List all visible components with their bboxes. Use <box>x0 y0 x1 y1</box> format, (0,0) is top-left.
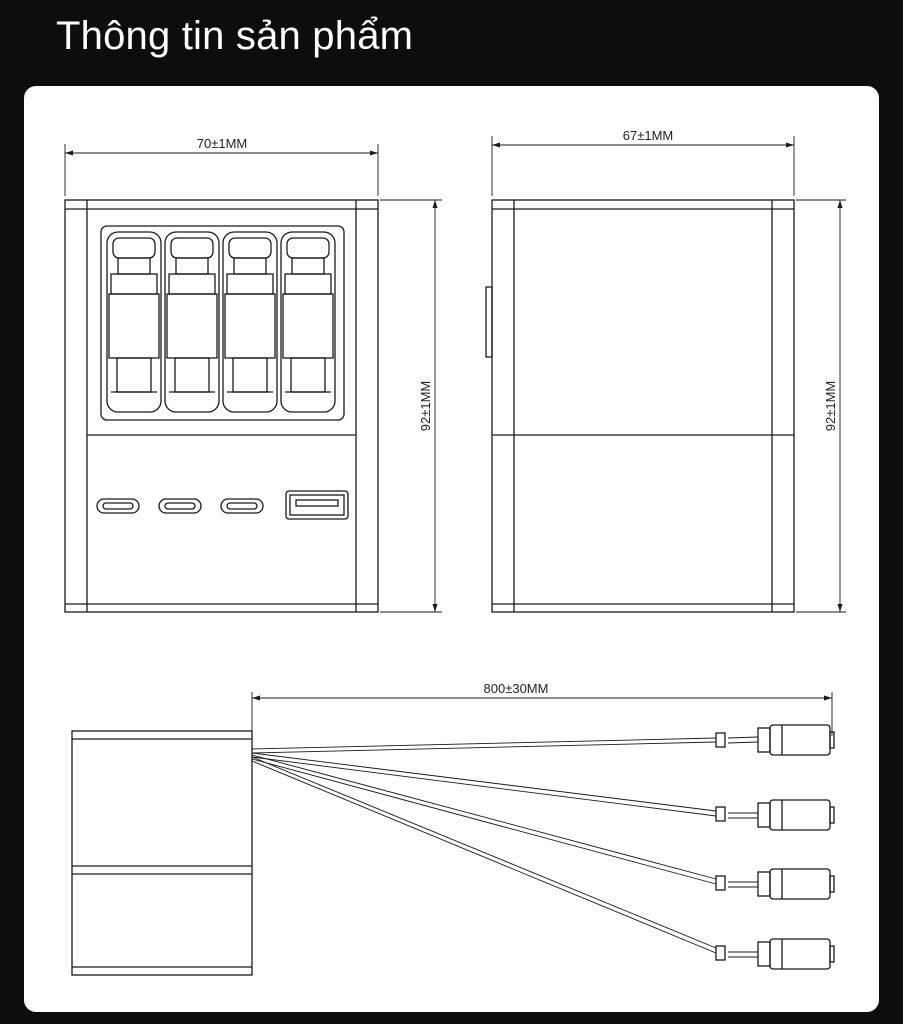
front-view: 70±1MM <box>64 136 442 613</box>
front-height-dimension: 92±1MM <box>380 199 442 613</box>
cable-view: 800±30MM <box>71 681 835 976</box>
cable-2 <box>251 752 758 819</box>
usb-c-plug-2 <box>757 799 835 831</box>
side-button <box>485 286 493 358</box>
front-width-label: 70±1MM <box>197 136 247 151</box>
cable-4 <box>251 756 758 958</box>
battery-cavity <box>100 225 345 421</box>
front-width-dimension: 70±1MM <box>64 136 379 196</box>
cable-1 <box>251 736 759 754</box>
front-body-outline <box>64 199 379 613</box>
header: Thông tin sản phẩm <box>0 0 903 84</box>
cable-length-dimension: 800±30MM <box>251 681 833 748</box>
cable-length-label: 800±30MM <box>484 681 549 696</box>
usb-c-plug-4 <box>757 938 835 970</box>
cable-tie-3 <box>715 875 726 891</box>
usb-c-port-3 <box>220 498 264 514</box>
cable-tie-4 <box>715 945 726 961</box>
usb-c-port-2 <box>158 498 202 514</box>
front-height-label: 92±1MM <box>418 381 433 431</box>
battery-slot-3 <box>222 231 278 413</box>
usb-c-plug-1 <box>757 724 835 756</box>
usb-c-plug-3 <box>757 868 835 900</box>
side-body-outline <box>491 199 795 613</box>
page-title: Thông tin sản phẩm <box>56 14 414 58</box>
hub-body-outline <box>71 730 253 976</box>
technical-drawing: 70±1MM <box>64 128 846 976</box>
product-drawing-card: 70±1MM <box>24 86 879 1012</box>
usb-a-port <box>285 490 349 520</box>
usb-c-port-1 <box>96 498 140 514</box>
cable-tie-2 <box>715 806 726 822</box>
side-height-label: 92±1MM <box>823 381 838 431</box>
side-width-label: 67±1MM <box>623 128 673 143</box>
side-view: 67±1MM 92±1MM <box>485 128 846 613</box>
side-width-dimension: 67±1MM <box>491 128 795 196</box>
cable-3 <box>251 754 758 888</box>
battery-slot-1 <box>106 231 162 413</box>
battery-slot-2 <box>164 231 220 413</box>
side-height-dimension: 92±1MM <box>796 199 846 613</box>
battery-slot-4 <box>280 231 336 413</box>
cable-tie-1 <box>715 732 726 748</box>
